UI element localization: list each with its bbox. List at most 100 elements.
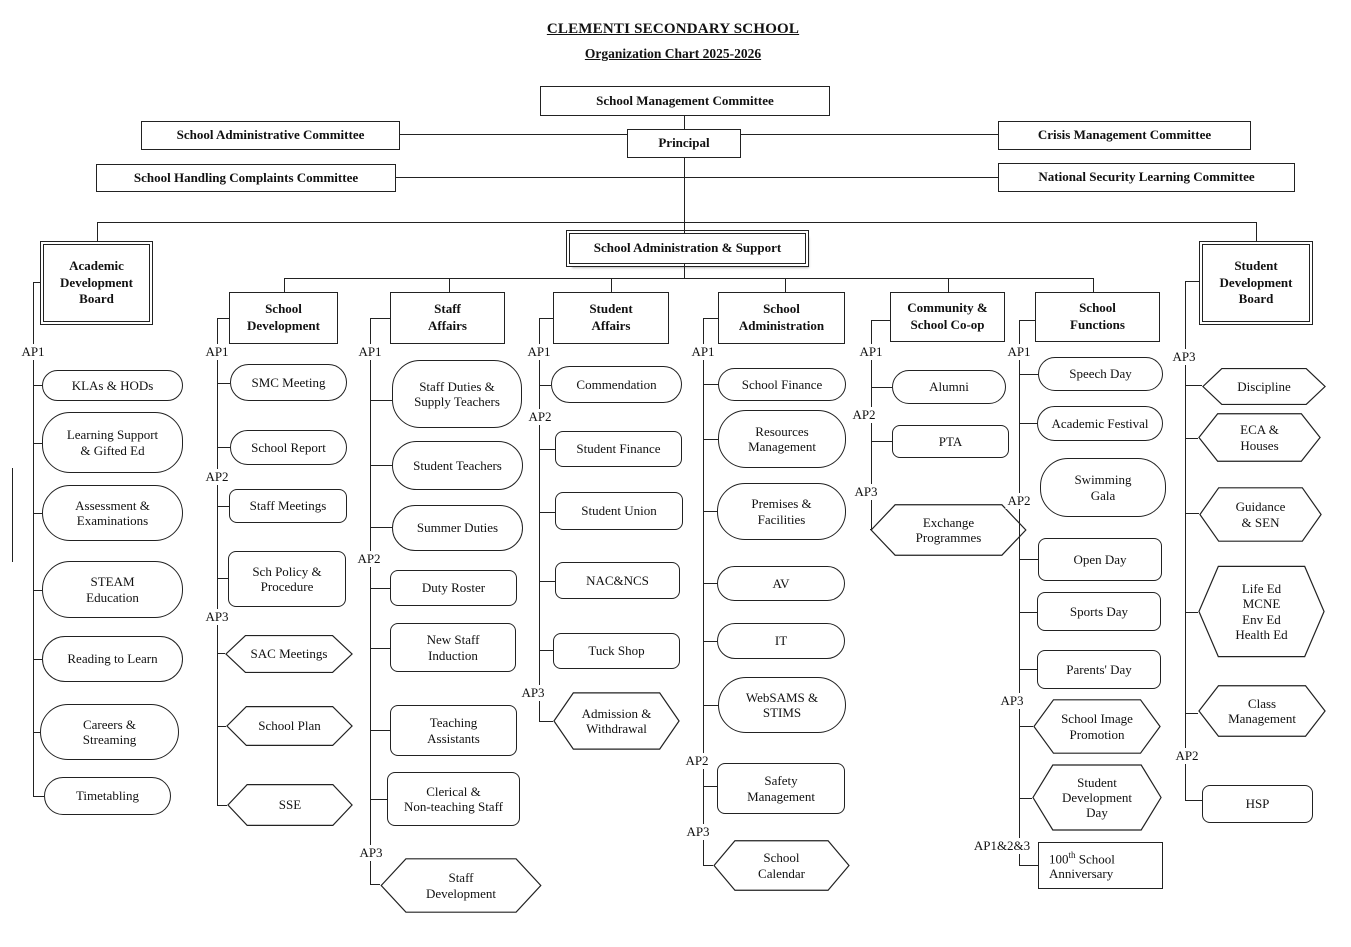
org-node-careers-streaming: Careers &Streaming (40, 704, 179, 760)
connector-line (33, 732, 40, 733)
connector-line (684, 264, 685, 279)
org-node-staff-meetings: Staff Meetings (229, 489, 347, 523)
connector-line (33, 443, 42, 444)
ap-label-ap2-student-affairs: AP2 (526, 409, 554, 425)
connector-line (217, 447, 230, 448)
ap-label-ap1-academic-development-board: AP1 (19, 344, 47, 360)
ap-label-ap2-school-development: AP2 (203, 469, 231, 485)
connector-line (370, 527, 392, 528)
org-node-school-plan: School Plan (226, 706, 353, 746)
connector-line (539, 318, 540, 721)
connector-line (1019, 798, 1032, 799)
ap-label-ap2-staff-affairs: AP2 (355, 551, 383, 567)
connector-line (1019, 320, 1035, 321)
ap-label-ap1-student-affairs: AP1 (525, 344, 553, 360)
connector-line (217, 383, 230, 384)
connector-line (684, 222, 685, 234)
ap-label-ap2-community-school-coop: AP2 (850, 407, 878, 423)
connector-line (370, 884, 380, 885)
box-national-security-learning-committee: National Security Learning Committee (998, 163, 1295, 192)
org-node-staff-duties-supply-teachers: Staff Duties &Supply Teachers (392, 360, 522, 428)
org-node-sports-day: Sports Day (1037, 592, 1161, 631)
connector-line (539, 449, 555, 450)
connector-line (703, 384, 718, 385)
connector-line (1185, 713, 1198, 714)
connector-line (740, 134, 998, 135)
connector-line (1019, 865, 1038, 866)
connector-line (1185, 281, 1186, 800)
connector-line (1185, 281, 1202, 282)
connector-line (703, 318, 718, 319)
ap-label-ap1-school-functions: AP1 (1005, 344, 1033, 360)
box-school-administrative-committee: School Administrative Committee (141, 121, 400, 150)
org-node-assessment-examinations: Assessment &Examinations (42, 485, 183, 541)
org-node-sch-policy-procedure: Sch Policy &Procedure (228, 551, 346, 607)
ap-label-ap3-school-functions: AP3 (998, 693, 1026, 709)
connector-line (539, 581, 555, 582)
org-node-klas-hods: KLAs & HODs (42, 370, 183, 401)
connector-line (684, 158, 685, 223)
connector-line (1019, 374, 1038, 375)
ap-label-ap2-school-functions: AP2 (1005, 493, 1033, 509)
connector-line (33, 590, 42, 591)
box-crisis-management-committee: Crisis Management Committee (998, 121, 1251, 150)
connector-line (539, 318, 553, 319)
connector-line (1185, 513, 1199, 514)
org-node-admission-withdrawal: Admission &Withdrawal (553, 692, 680, 750)
org-node-learning-support-gifted-ed: Learning Support& Gifted Ed (42, 412, 183, 473)
org-node-pta: PTA (892, 425, 1009, 458)
connector-line (684, 177, 998, 178)
connector-line (1185, 800, 1202, 801)
org-node-sac-meetings: SAC Meetings (225, 635, 353, 673)
chart-subtitle: Organization Chart 2025-2026 (584, 46, 762, 61)
box-school-management-committee: School Management Committee (540, 86, 830, 116)
ap-label-ap1-2-3-school-functions: AP1&2&3 (971, 838, 1033, 854)
org-node-hsp: HSP (1202, 785, 1313, 823)
org-node-school-finance: School Finance (718, 368, 846, 401)
ap-label-ap3-student-affairs: AP3 (519, 685, 547, 701)
org-node-eca-houses: ECA &Houses (1198, 413, 1321, 462)
connector-line (396, 177, 685, 178)
org-node-student-union: Student Union (555, 492, 683, 530)
connector-line (449, 278, 450, 292)
connector-line (370, 730, 390, 731)
ap-label-ap3-school-development: AP3 (203, 609, 231, 625)
connector-line (12, 468, 13, 562)
connector-line (1019, 423, 1037, 424)
connector-line (703, 786, 717, 787)
org-node-reading-to-learn: Reading to Learn (42, 636, 183, 682)
connector-line (33, 796, 44, 797)
ap-label-ap1-community-school-coop: AP1 (857, 344, 885, 360)
connector-line (217, 726, 226, 727)
ap-label-ap1-staff-affairs: AP1 (356, 344, 384, 360)
connector-line (400, 134, 628, 135)
org-node-duty-roster: Duty Roster (390, 570, 517, 606)
connector-line (217, 506, 229, 507)
connector-line (33, 282, 34, 796)
org-node-smc-meeting: SMC Meeting (230, 364, 347, 401)
connector-line (370, 400, 392, 401)
connector-line (1019, 559, 1038, 560)
connector-line (33, 282, 43, 283)
connector-line (1185, 385, 1202, 386)
connector-line (1019, 669, 1037, 670)
org-node-speech-day: Speech Day (1038, 357, 1163, 391)
ap-label-ap3-staff-affairs: AP3 (357, 845, 385, 861)
connector-line (370, 799, 387, 800)
connector-line (370, 318, 371, 884)
connector-line (871, 320, 890, 321)
box-school-handling-complaints-committee: School Handling Complaints Committee (96, 164, 396, 192)
